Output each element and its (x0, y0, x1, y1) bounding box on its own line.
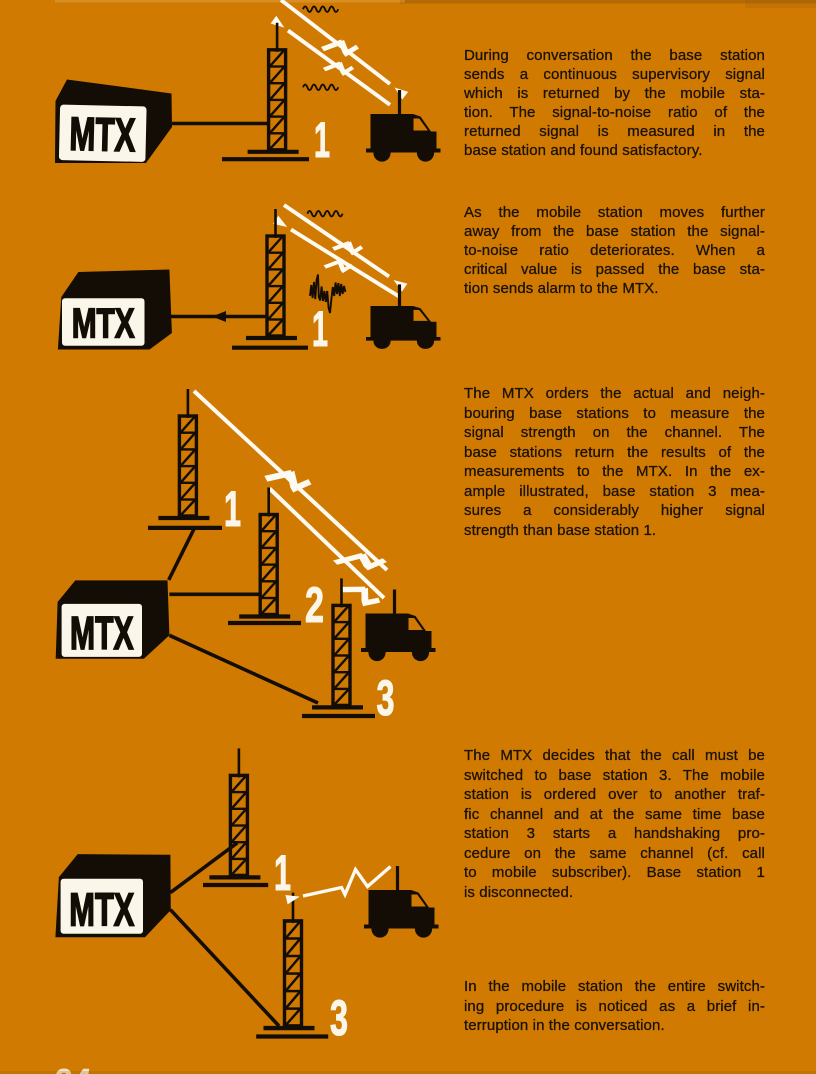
svg-text:3: 3 (330, 990, 348, 1046)
svg-text:3: 3 (377, 670, 395, 726)
svg-text:MTX: MTX (70, 607, 134, 659)
svg-text:1: 1 (314, 112, 330, 168)
svg-text:MTX: MTX (72, 300, 135, 347)
svg-text:MTX: MTX (69, 107, 136, 161)
svg-text:1: 1 (224, 481, 241, 537)
svg-text:34: 34 (53, 1062, 90, 1074)
svg-text:MTX: MTX (69, 884, 134, 936)
svg-text:1: 1 (312, 301, 328, 357)
svg-text:1: 1 (274, 845, 291, 901)
svg-text:2: 2 (305, 577, 324, 633)
